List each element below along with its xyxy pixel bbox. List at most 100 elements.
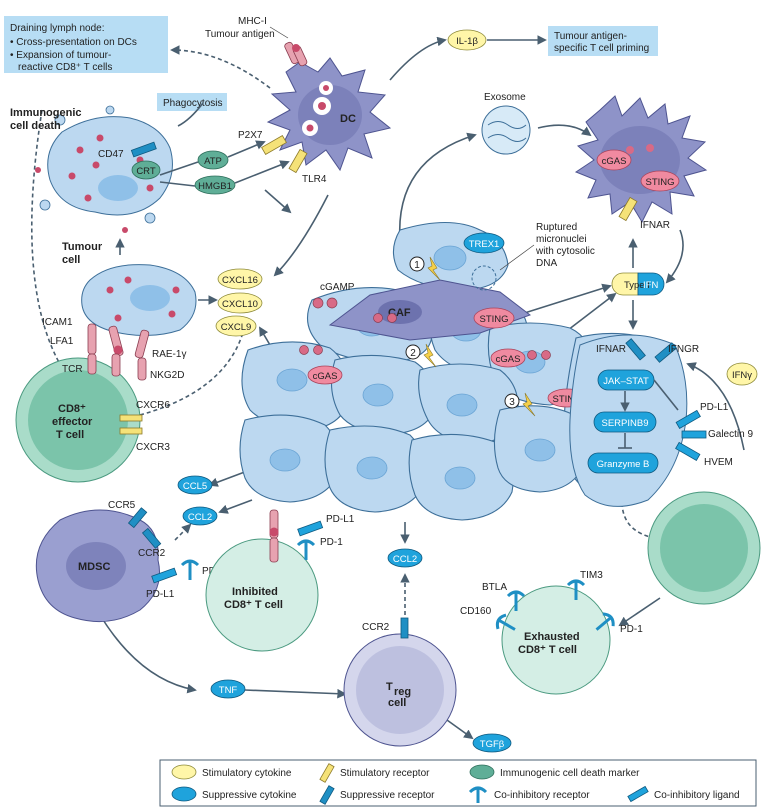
exhausted-1: Exhausted — [524, 631, 580, 643]
cxcl16-cytokine: CXCL16 — [217, 268, 263, 290]
tumour-cell-left — [81, 264, 197, 337]
exosome-label: Exosome — [484, 92, 526, 103]
exhausted-2: CD8⁺ T cell — [518, 644, 577, 656]
marker-3: 3 — [504, 392, 536, 417]
micronucleus — [471, 265, 497, 291]
ruptured-4: DNA — [536, 258, 557, 269]
cxcl9-cytokine: CXCL9 — [215, 315, 257, 337]
ifnar-label: IFNAR — [596, 344, 626, 355]
legend-supp-cytokine-swatch — [171, 786, 197, 802]
ruptured-3: with cytosolic — [535, 246, 595, 257]
dc-to-il1b-arrow — [389, 36, 447, 81]
legend-supp-receptor-swatch — [319, 785, 335, 805]
ccl5-label: CCL5 — [183, 481, 207, 492]
ccl2-mid-label: CCL2 — [393, 554, 417, 565]
mdsc-cell: MDSC — [35, 509, 160, 623]
tim3-receptor — [566, 579, 586, 600]
cgas-dc: cGAS — [596, 149, 632, 171]
pdl1-mdsc-label: PD-L1 — [146, 589, 175, 600]
legend-stim-receptor: Stimulatory receptor — [340, 768, 430, 779]
btla-label: BTLA — [482, 582, 507, 593]
legend-coinhib-ligand: Co-inhibitory ligand — [654, 790, 740, 801]
treg-2: cell — [388, 697, 406, 709]
cd160-label: CD160 — [460, 606, 492, 617]
legend-coinhib-receptor-swatch — [468, 786, 488, 803]
cxcl16-label: CXCL16 — [222, 275, 258, 286]
rae1g-nkg2d-pair — [134, 329, 150, 381]
cd8-effector-3: T cell — [56, 429, 84, 441]
tumour-title-2: cell — [62, 254, 80, 266]
dendritic-cell: DC — [266, 57, 392, 172]
tumour-mass-to-cxcl16-arrow — [273, 194, 329, 277]
galectin9-label: Galectin 9 — [708, 429, 753, 440]
tnf-label: TNF — [219, 685, 238, 696]
lymph-node-box: Draining lymph node: • Cross-presentatio… — [4, 16, 168, 73]
legend-stim-cytokine-swatch — [171, 764, 197, 780]
tim3-label: TIM3 — [580, 570, 603, 581]
legend-icd-marker-swatch — [469, 764, 495, 780]
crt-marker: CRT — [131, 160, 161, 180]
cxcr3-to-cxcl9-arrow — [139, 323, 248, 416]
trex1-enzyme: TREX1 — [463, 232, 505, 254]
legend-icd-marker: Immunogenic cell death marker — [500, 768, 640, 779]
type-i-ifn: Type I IFN — [611, 272, 665, 296]
icam1-label: ICAM1 — [42, 317, 73, 328]
lymph-node-item-1: • Cross-presentation on DCs — [10, 37, 137, 48]
atp-marker: ATP — [197, 150, 229, 170]
tcr-mhc-pair — [108, 325, 124, 377]
cgas-tumour: cGAS — [307, 365, 343, 385]
legend-stim-cytokine: Stimulatory cytokine — [202, 768, 292, 779]
exhausted-cd8-t-cell — [501, 585, 611, 695]
pd1-mdsc-receptor — [180, 559, 200, 580]
pdl1-tumour-ligand — [297, 520, 324, 537]
icd-to-cgamp-arrow — [264, 189, 292, 214]
lymph-node-title: Draining lymph node: — [10, 23, 105, 34]
cxcl10-cytokine: CXCL10 — [217, 292, 263, 314]
tnf-cytokine: TNF — [210, 679, 246, 699]
icd-tumour-cell — [35, 105, 173, 233]
cxcl9-label: CXCL9 — [221, 322, 252, 333]
cd160-receptor — [495, 613, 516, 631]
effector-t-cell-right — [647, 491, 761, 605]
icd-atp-link — [159, 161, 199, 176]
hmgb1-label: HMGB1 — [198, 181, 232, 192]
inhibited-2: CD8⁺ T cell — [224, 599, 283, 611]
tumour-antigen-label: Tumour antigen — [205, 29, 275, 40]
hmgb1-to-tlr4-arrow — [234, 160, 290, 184]
pd1-exhausted-label: PD-1 — [620, 624, 643, 635]
sting-dc-label: STING — [645, 177, 674, 188]
dc-label: DC — [340, 113, 356, 125]
cd8-effector-1: CD8⁺ — [58, 403, 86, 415]
ccr5-receptor — [127, 507, 148, 529]
btla-receptor — [506, 590, 526, 611]
inhibited-1: Inhibited — [232, 586, 278, 598]
phagocytosis-label: Phagocytosis — [163, 98, 222, 109]
lfa1-label: LFA1 — [50, 336, 74, 347]
exosome — [481, 105, 531, 155]
atp-label: ATP — [204, 156, 222, 167]
cgamp-molecules — [299, 297, 551, 360]
hmgb1-marker: HMGB1 — [194, 175, 236, 195]
rae1g-label: RAE-1γ — [152, 349, 186, 360]
sting-right-label: STING — [552, 394, 581, 405]
priming-line-2: specific T cell priming — [554, 43, 649, 54]
cd8-effector-t-cell — [15, 357, 141, 483]
cxcl10-label: CXCL10 — [222, 299, 258, 310]
ccl2-mid-cytokine: CCL2 — [387, 548, 423, 568]
priming-line-1: Tumour antigen- — [554, 31, 627, 42]
lymph-node-item-3: reactive CD8⁺ T cells — [18, 62, 112, 73]
trex1-label: TREX1 — [469, 239, 500, 250]
nkg2d-label: NKG2D — [150, 370, 184, 381]
mdsc-label: MDSC — [78, 561, 110, 573]
icd-hmgb1-link — [159, 181, 196, 187]
jak-to-ligands-arrow — [653, 379, 679, 411]
tgfb-cytokine: TGFβ — [472, 733, 512, 753]
type-label: Type I — [624, 280, 650, 291]
icd-title-2: cell death — [10, 120, 61, 132]
legend-supp-cytokine: Suppressive cytokine — [202, 790, 297, 801]
cxcr3-label: CXCR3 — [136, 442, 170, 453]
mhc1-receptor — [284, 41, 308, 67]
tumour-to-cxcl-lower-arrow — [259, 326, 271, 346]
legend: Stimulatory cytokine Stimulatory recepto… — [159, 759, 757, 807]
pdl1-right-label: PD-L1 — [700, 402, 729, 413]
